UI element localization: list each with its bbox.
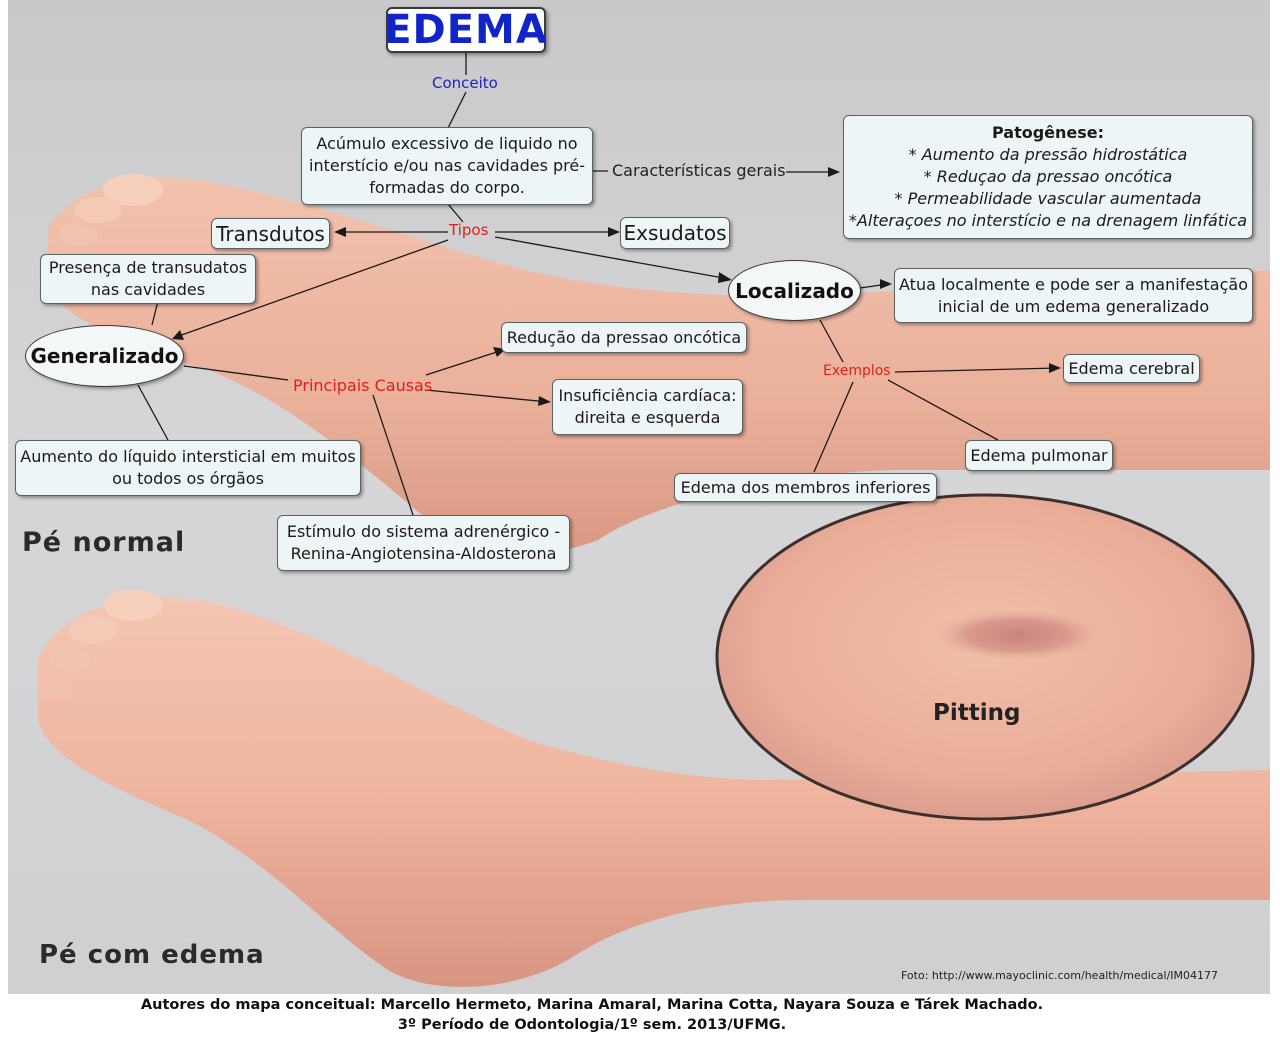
photo-credit: Foto: http://www.mayoclinic.com/health/m… bbox=[901, 969, 1219, 982]
conn-conceito-concept bbox=[447, 91, 467, 129]
conn-concept-tipos bbox=[447, 203, 464, 223]
concept-line-2: interstício e/ou nas cavidades pré- bbox=[309, 156, 585, 175]
transudatos-note-line-2: nas cavidades bbox=[90, 280, 206, 299]
arrow-patogenese bbox=[828, 167, 840, 177]
normal-toe-1 bbox=[103, 174, 163, 206]
conn-causas-estimulo bbox=[372, 394, 414, 516]
arrow-exsudatos bbox=[608, 227, 620, 237]
patogenese-item-1: * Aumento da pressão hidrostática bbox=[908, 145, 1188, 164]
insuficiencia-node: Insuficiência cardíaca: direita e esquer… bbox=[552, 379, 743, 435]
link-caracteristicas: Características gerais bbox=[612, 161, 786, 180]
connectors bbox=[137, 53, 1059, 516]
aumento-node: Aumento do líquido intersticial em muito… bbox=[15, 440, 361, 496]
footer-course: 3º Período de Odontologia/1º sem. 2013/U… bbox=[397, 1017, 787, 1033]
edema-foot bbox=[37, 589, 1270, 987]
concept-line-1: Acúmulo excessivo de liquido no bbox=[316, 134, 578, 153]
edema-toe-2 bbox=[68, 616, 118, 644]
diagram-canvas: EDEMA Conceito Tipos Características ger… bbox=[8, 0, 1270, 994]
pitting-dent bbox=[933, 609, 1103, 661]
estimulo-node: Estímulo do sistema adrenérgico - Renina… bbox=[277, 515, 570, 571]
footer-authors: Autores do mapa conceitual: Marcello Her… bbox=[140, 997, 1044, 1013]
arrow-localizado bbox=[718, 272, 732, 283]
link-tipos: Tipos bbox=[449, 221, 489, 239]
conn-generalizado-aumento bbox=[137, 384, 169, 441]
normal-foot-shape bbox=[48, 177, 1270, 554]
insuficiencia-line-2: direita e esquerda bbox=[574, 408, 721, 427]
estimulo-line-2: Renina-Angiotensina-Aldosterona bbox=[290, 544, 557, 563]
arrow-transudatos bbox=[334, 227, 346, 237]
conn-causas-insuf bbox=[425, 389, 549, 403]
patogenese-item-4: *Alteraçoes no interstício e na drenagem… bbox=[848, 211, 1248, 230]
conn-tipos-localizado bbox=[494, 236, 730, 280]
edema-foot-shape bbox=[38, 597, 1270, 987]
conn-tipos-generalizado bbox=[175, 239, 449, 338]
normal-foot bbox=[45, 174, 1270, 554]
edema-toe-4 bbox=[37, 679, 75, 701]
link-principais-causas: Principais Causas bbox=[293, 376, 433, 395]
edema-toe-1 bbox=[103, 589, 163, 621]
conn-causas-reducao bbox=[425, 349, 504, 376]
reducao-node: Redução da pressao oncótica bbox=[501, 322, 747, 353]
patogenese-node: Patogênese: * Aumento da pressão hidrost… bbox=[843, 115, 1253, 239]
edema-title: EDEMA bbox=[384, 7, 548, 53]
localizado-desc-line-1: Atua localmente e pode ser a manifestaçã… bbox=[899, 274, 1248, 294]
concept-node: Acúmulo excessivo de liquido no interstí… bbox=[301, 127, 593, 205]
exsudatos-node: Exsudatos bbox=[620, 217, 730, 249]
normal-toe-3 bbox=[58, 224, 98, 246]
aumento-line-1: Aumento do líquido intersticial em muito… bbox=[20, 447, 356, 466]
insuficiencia-line-1: Insuficiência cardíaca: bbox=[558, 386, 737, 405]
link-conceito: Conceito bbox=[432, 74, 498, 92]
patogenese-item-2: * Reduçao da pressao oncótica bbox=[923, 167, 1173, 186]
arrow-insuf bbox=[538, 396, 551, 406]
conn-exemplos-pulmonar bbox=[887, 379, 999, 441]
arrow-desc bbox=[880, 279, 892, 289]
estimulo-line-1: Estímulo do sistema adrenérgico - bbox=[286, 522, 561, 541]
arrow-cerebral bbox=[1049, 363, 1061, 373]
arrow-generalizado bbox=[172, 330, 184, 340]
edema-pulmonar-node: Edema pulmonar bbox=[965, 440, 1113, 471]
patogenese-heading: Patogênese: bbox=[991, 123, 1105, 142]
localizado-node: Localizado bbox=[728, 260, 861, 321]
edema-cerebral-node: Edema cerebral bbox=[1063, 354, 1200, 383]
conn-exemplos-membros bbox=[813, 381, 854, 473]
aumento-line-2: ou todos os órgãos bbox=[112, 469, 264, 488]
normal-toe-2 bbox=[74, 197, 122, 223]
edema-membros-node: Edema dos membros inferiores bbox=[674, 473, 937, 502]
transudatos-node: Transdutos bbox=[211, 218, 330, 249]
arrowheads bbox=[172, 167, 1061, 406]
feet-illustration bbox=[37, 53, 1270, 987]
pitting-magnifier bbox=[715, 493, 1255, 821]
transudatos-note-node: Presença de transudatos nas cavidades bbox=[40, 254, 256, 304]
generalizado-node: Generalizado bbox=[25, 325, 184, 387]
localizado-desc-node: Atua localmente e pode ser a manifestaçã… bbox=[894, 268, 1253, 323]
conn-transudatos-note bbox=[151, 300, 159, 326]
localizado-desc-line-2: inicial de um edema generalizado bbox=[937, 296, 1210, 316]
link-exemplos: Exemplos bbox=[823, 363, 891, 379]
label-pe-com-edema: Pé com edema bbox=[39, 940, 265, 970]
edema-toe-3 bbox=[49, 648, 91, 672]
conn-localizado-exemplos bbox=[819, 319, 844, 363]
transudatos-note-line-1: Presença de transudatos bbox=[48, 258, 248, 277]
label-pitting: Pitting bbox=[933, 700, 1021, 726]
label-pe-normal: Pé normal bbox=[22, 527, 186, 558]
concept-line-3: formadas do corpo. bbox=[369, 178, 525, 197]
conn-exemplos-cerebral bbox=[894, 367, 1059, 373]
patogenese-item-3: * Permeabilidade vascular aumentada bbox=[894, 189, 1202, 208]
conn-generalizado-causas bbox=[183, 365, 289, 381]
